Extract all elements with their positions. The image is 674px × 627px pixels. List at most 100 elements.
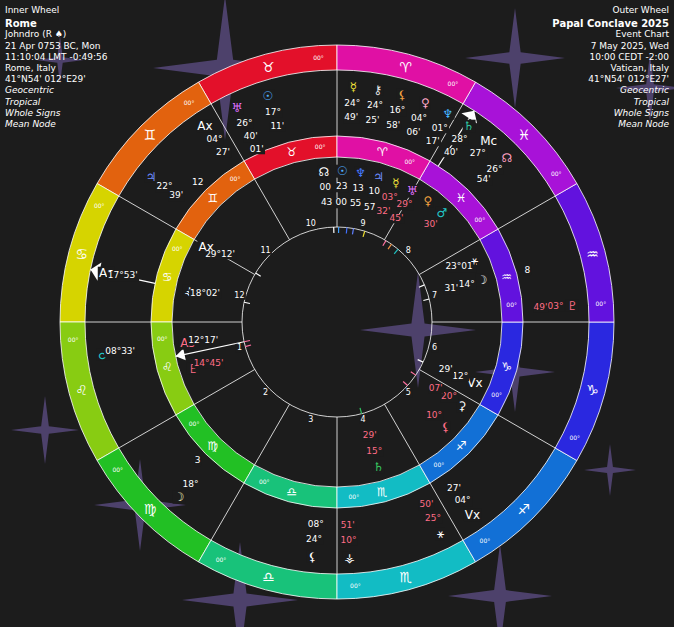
degree-tick-label: 00° <box>315 144 326 150</box>
outer-zodiac-band <box>60 322 119 461</box>
sign-glyph: ♐ <box>456 440 467 453</box>
degree-label: 03° <box>546 302 564 311</box>
house-number: 4 <box>360 415 367 423</box>
degree-label: 57 <box>363 203 376 212</box>
house-cusp-line <box>430 483 463 540</box>
degree-label: 55 <box>349 200 362 209</box>
degree-label: 01' <box>249 145 265 154</box>
degree-label: 20° <box>440 393 458 402</box>
sign-glyph: ♒ <box>501 270 512 283</box>
sign-glyph: ♑ <box>586 383 599 398</box>
degree-label: 14° <box>458 280 476 289</box>
header-text: Outer Wheel <box>612 6 669 15</box>
degree-label: 04° <box>454 497 472 506</box>
header-text: 10:00 CEDT -2:00 <box>589 53 669 62</box>
degree-label: 07' <box>428 384 444 393</box>
house-cusp-line <box>119 415 176 448</box>
degree-tick-label: 00° <box>448 81 459 87</box>
house-cusp-line <box>385 404 420 465</box>
header-text: 41°N54' 012°E27' <box>588 75 669 84</box>
house-number: 8 <box>405 246 412 254</box>
header-text: Event Chart <box>616 30 669 39</box>
house-cusp-line <box>255 179 290 240</box>
house-number: 5 <box>405 389 412 397</box>
position-tick <box>403 382 407 386</box>
degree-label: 00 <box>334 198 347 207</box>
degree-label: 27' <box>446 484 462 493</box>
degree-label: 31' <box>443 284 459 293</box>
header-text: Tropical <box>634 98 669 107</box>
degree-label: 58' <box>385 121 401 130</box>
degree-label: 27' <box>215 148 231 157</box>
degree-tick-label: 00° <box>216 557 227 563</box>
point-glyph: Mc <box>479 135 498 148</box>
house-cusp-line <box>172 322 242 323</box>
outer-zodiac-band <box>463 82 577 196</box>
degree-label: 39' <box>168 192 184 201</box>
degree-tick-label: 00° <box>94 203 105 209</box>
position-tick <box>338 227 339 233</box>
sign-glyph: ♊ <box>208 192 219 205</box>
sign-glyph: ♐ <box>518 502 531 517</box>
degree-label: 40' <box>443 148 459 157</box>
sign-glyph: ♋ <box>75 246 88 261</box>
degree-tick-label: 00° <box>551 171 562 177</box>
point-glyph: ♃ <box>372 171 385 184</box>
degree-label: 18° <box>181 480 199 489</box>
position-tick <box>352 228 353 234</box>
degree-label: 08°33' <box>104 348 136 357</box>
position-tick <box>363 231 365 237</box>
header-text: Mean Node <box>618 120 669 129</box>
outer-zodiac-band <box>199 45 338 104</box>
degree-tick-label: 00° <box>230 176 241 182</box>
inner-zodiac-band <box>176 405 255 484</box>
inner-zodiac-band <box>176 161 255 240</box>
house-cusp-line <box>419 240 480 275</box>
outer-zodiac-band <box>555 322 614 461</box>
position-tick <box>245 345 251 347</box>
degree-tick-label: 00° <box>68 337 79 343</box>
degree-label: 23 <box>335 182 348 191</box>
degree-tick-label: 00° <box>491 392 502 398</box>
header-text: Whole Signs <box>614 109 669 118</box>
star-ornament <box>584 444 636 496</box>
point-glyph: ⚸ <box>307 550 318 563</box>
degree-label: 14°45' <box>193 359 225 368</box>
point-glyph: ♇ <box>566 299 579 312</box>
position-tick <box>383 241 386 246</box>
inner-circle <box>242 227 432 417</box>
degree-label: 29' <box>362 432 378 441</box>
position-tick <box>256 273 261 276</box>
degree-label: 22° <box>155 182 173 191</box>
house-cusp-line <box>498 196 555 229</box>
outer-zodiac-band <box>97 82 211 196</box>
point-glyph: ♀ <box>420 97 431 110</box>
house-number: 11 <box>259 246 271 254</box>
degree-label: 49' <box>533 303 549 312</box>
house-cusp-line <box>498 415 555 448</box>
house-cusp-line <box>211 483 244 540</box>
degree-label: 17°53' <box>107 272 139 281</box>
degree-tick-label: 00° <box>112 467 123 473</box>
sign-glyph: ♉ <box>262 59 275 74</box>
degree-tick-label: 00° <box>313 55 324 61</box>
degree-tick-label: 00° <box>404 159 415 165</box>
degree-tick-label: 00° <box>172 246 183 252</box>
angle-arrow <box>91 262 156 283</box>
point-glyph: ☊ <box>317 165 330 178</box>
degree-label: 08° <box>307 520 325 529</box>
point-glyph: ⚷ <box>373 83 384 96</box>
degree-label: 24° <box>305 535 323 544</box>
point-glyph: ♆ <box>354 167 367 180</box>
degree-label: 54' <box>476 176 492 185</box>
house-cusp-line <box>523 322 589 323</box>
point-glyph: ⚸ <box>397 89 408 102</box>
degree-tick-label: 00° <box>506 302 517 308</box>
point-glyph: ♄ <box>372 461 385 474</box>
sign-glyph: ♎ <box>262 570 275 585</box>
point-glyph: Ax <box>196 120 213 133</box>
star-ornament <box>360 272 476 388</box>
house-number: 7 <box>431 292 438 300</box>
header-text: Rome, Italy <box>5 64 56 73</box>
